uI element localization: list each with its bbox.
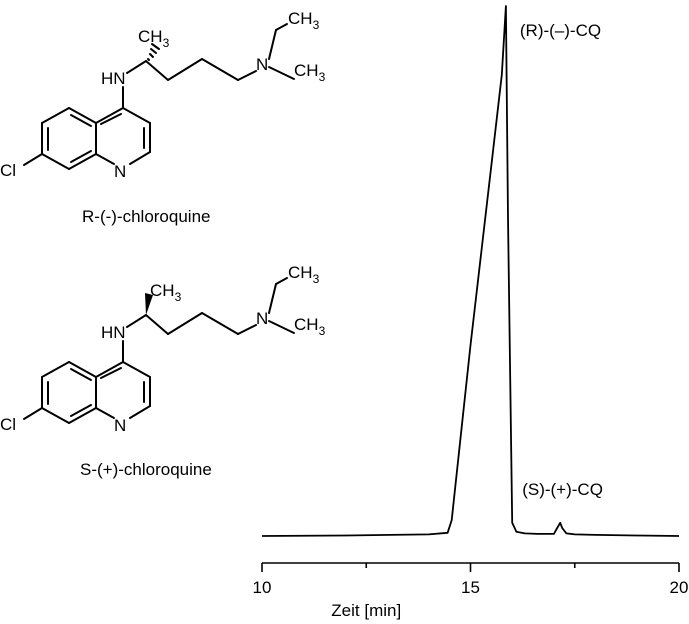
peak-label-s-cq: (S)-(+)-CQ — [522, 480, 603, 499]
chromatogram: (R)-(–)-CQ (S)-(+)-CQ 10 15 20 Zeit [min] — [253, 5, 689, 620]
chromatogram-trace — [261, 5, 680, 537]
x-axis-ticks — [261, 563, 680, 572]
peak-label-r-cq: (R)-(–)-CQ — [520, 21, 601, 40]
r-ethyl-methyl-b-label: CH3 — [294, 61, 326, 84]
r-ring-n-label: N — [114, 162, 126, 181]
s-wedge-bond — [145, 293, 153, 315]
s-chloroquine-structure: CH3 HN N CH3 CH3 Cl N S-(+)-chloroquine — [0, 263, 326, 479]
r-chloroquine-caption: R-(-)-chloroquine — [82, 207, 210, 226]
r-quinoline-bonds — [23, 107, 151, 170]
x-axis-tick-labels: 10 15 20 — [253, 578, 689, 597]
x-axis-title: Zeit [min] — [331, 601, 401, 620]
r-hashed-bond — [147, 43, 160, 61]
r-side-chain-bonds — [126, 23, 295, 81]
x-tick-label: 15 — [461, 578, 480, 597]
s-ethyl-methyl-b-label: CH3 — [294, 315, 326, 338]
r-methyl-label: CH3 — [138, 27, 170, 50]
s-amine-n-label: N — [256, 309, 268, 328]
r-nh-label: HN — [101, 69, 126, 88]
x-tick-label: 10 — [253, 578, 272, 597]
r-chloroquine-structure: CH3 HN N CH3 CH3 Cl N R-(-)-chloroquine — [0, 9, 326, 226]
s-chloroquine-caption: S-(+)-chloroquine — [80, 460, 212, 479]
s-side-chain-bonds — [126, 277, 295, 335]
s-nh-label: HN — [101, 323, 126, 342]
r-amine-n-label: N — [256, 55, 268, 74]
s-chlorine-label: Cl — [0, 415, 16, 434]
x-tick-label: 20 — [670, 578, 689, 597]
s-ethyl-methyl-a-label: CH3 — [288, 263, 320, 286]
s-ring-n-label: N — [114, 416, 126, 435]
r-ethyl-methyl-a-label: CH3 — [288, 9, 320, 32]
r-chlorine-label: Cl — [0, 161, 16, 180]
s-methyl-label: CH3 — [150, 281, 182, 304]
s-quinoline-bonds — [23, 361, 151, 424]
